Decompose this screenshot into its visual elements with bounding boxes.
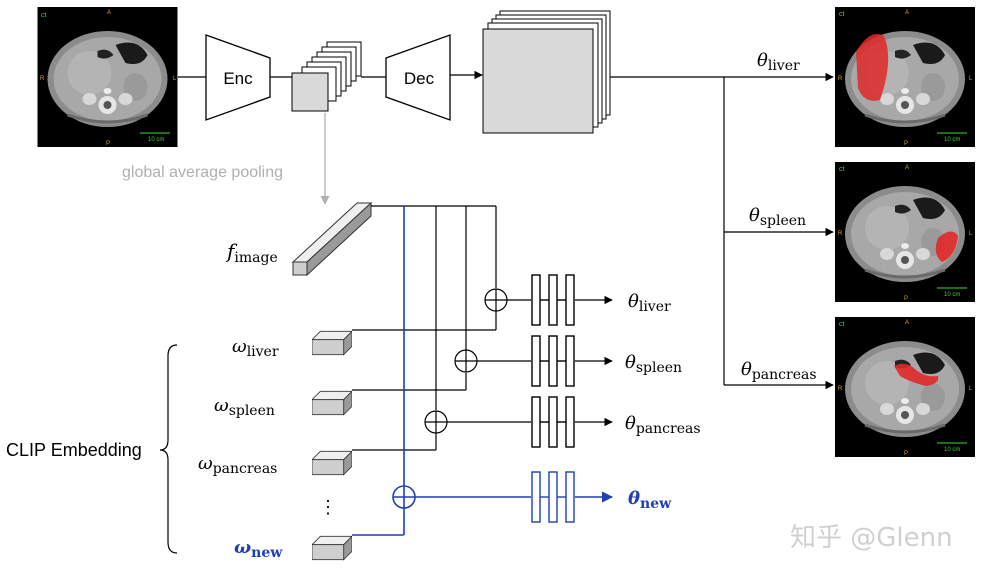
ct-left-label: R (838, 386, 843, 392)
embedding-bar-new (312, 535, 352, 561)
ct-bottom-label: P (904, 141, 908, 147)
spleen-mask (935, 231, 958, 262)
mlp-spleen (531, 335, 575, 387)
liver-mask (856, 34, 889, 101)
ct-left-label: R (838, 231, 843, 237)
ct-corner-label: ct (839, 321, 845, 328)
ct-corner-label: ct (839, 166, 845, 173)
concat-operators (424, 288, 508, 434)
ct-right-label: L (969, 231, 973, 237)
clip-embedding-label: CLIP Embedding (6, 440, 142, 460)
clip-brace (159, 344, 178, 554)
ct-scale-label: 10 cm (944, 292, 960, 298)
ct-scale-label: 10 cm (944, 447, 960, 453)
pancreas-mask (894, 363, 939, 386)
encoder-block: Enc (205, 34, 271, 121)
controller-connectors (352, 205, 497, 451)
ct-left-label: R (838, 76, 843, 82)
new-class-path (352, 206, 614, 536)
feature-label: fimage (225, 239, 278, 266)
output-ct-liver: ct A R L P 10 cm (835, 7, 975, 147)
ct-bottom-label: P (904, 296, 908, 302)
embedding-label-liver: ωliver (232, 336, 279, 360)
bottleneck-feature-stack (291, 41, 362, 112)
head-label-spleen: θspleen (749, 205, 806, 229)
ct-top-label: A (905, 165, 909, 171)
mlp-new (531, 471, 575, 523)
mlp-liver (531, 274, 575, 326)
ct-scale-label: 10 cm (148, 137, 164, 143)
embedding-bar-pancreas (312, 450, 352, 476)
ct-top-label: A (905, 10, 909, 16)
ct-corner-label: ct (41, 12, 47, 19)
head-label-pancreas: θpancreas (741, 359, 817, 383)
ct-right-label: L (969, 76, 973, 82)
input-ct-image: ct A R L P 10 cm (37, 7, 178, 147)
param-output-spleen: θspleen (625, 352, 682, 376)
decoder-label: Dec (404, 69, 435, 88)
encoder-label: Enc (223, 69, 253, 88)
ct-top-label: A (905, 320, 909, 326)
ct-corner-label: ct (839, 11, 845, 18)
head-label-liver: θliver (757, 50, 800, 74)
param-output-new: θnew (628, 488, 672, 512)
embedding-label-spleen: ωspleen (214, 395, 275, 419)
ct-bottom-label: P (106, 141, 110, 147)
pooling-label: global average pooling (122, 164, 283, 181)
embedding-bar-liver (312, 330, 352, 356)
ct-right-label: L (969, 386, 973, 392)
embedding-bar-spleen (312, 390, 352, 416)
ct-right-label: L (173, 76, 177, 82)
param-output-pancreas: θpancreas (625, 413, 701, 437)
embedding-label-pancreas: ωpancreas (198, 453, 277, 477)
ellipsis: ⋮ (319, 497, 337, 518)
param-output-liver: θliver (628, 291, 671, 315)
watermark: 知乎 @Glenn (790, 523, 953, 553)
output-ct-spleen: ct A R L P 10 cm (835, 162, 975, 302)
output-ct-pancreas: ct A R L P 10 cm (835, 317, 975, 457)
ct-scale-label: 10 cm (944, 137, 960, 143)
decoder-output-stack (482, 10, 611, 134)
ct-bottom-label: P (904, 451, 908, 457)
decoder-block: Dec (385, 34, 451, 121)
ct-left-label: R (40, 76, 45, 82)
mlp-pancreas (531, 396, 575, 448)
ct-top-label: A (107, 10, 111, 16)
image-feature-bar (291, 201, 373, 277)
embedding-label-new: ωnew (234, 537, 283, 561)
